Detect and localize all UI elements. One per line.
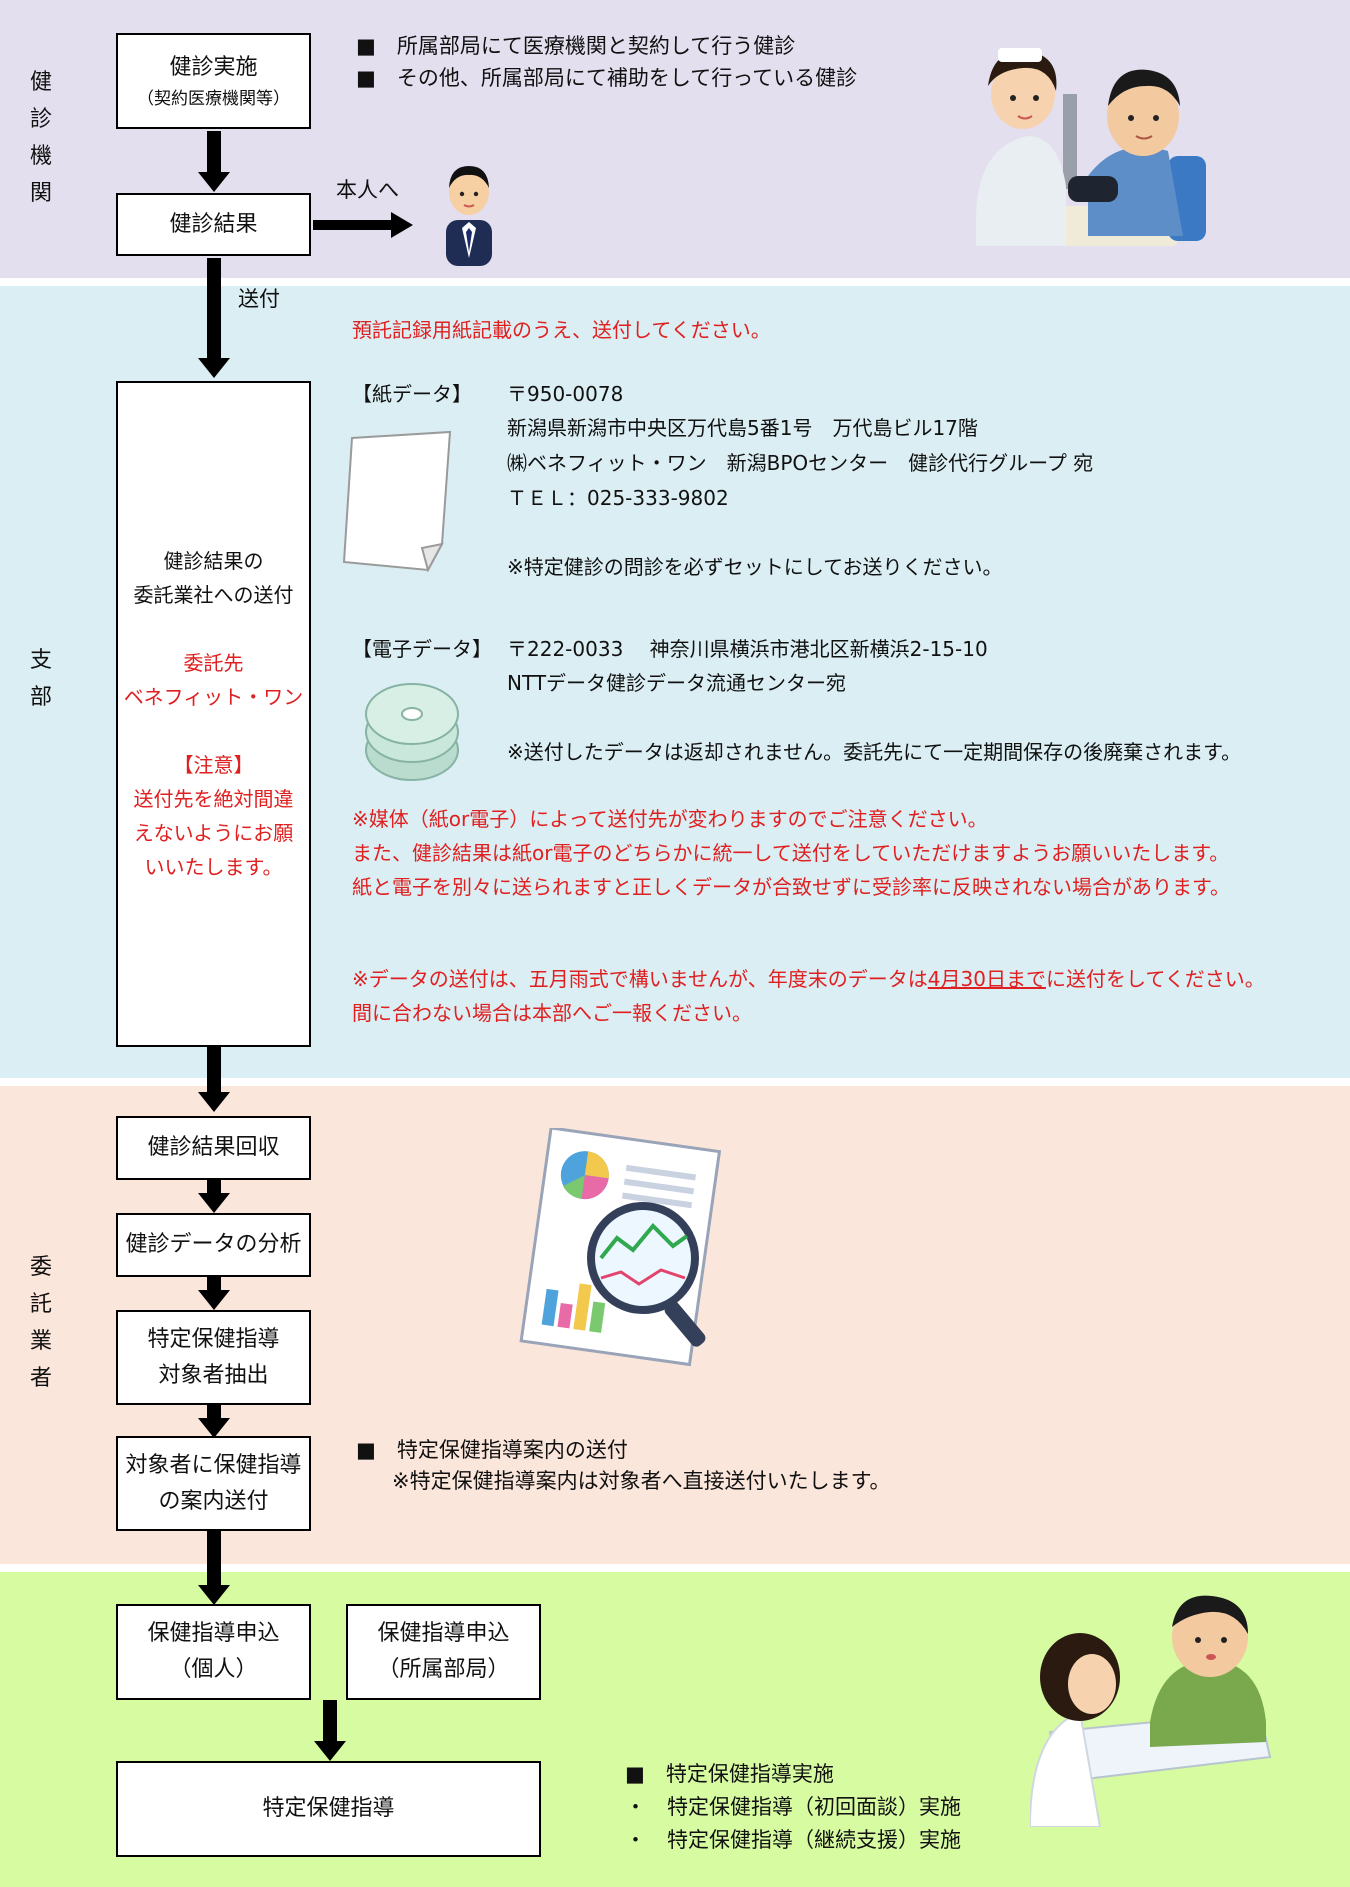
paper-icon [342,430,452,573]
section-label-clinic: 健診 機関 [29,70,52,206]
application-individual-line: 保健指導申込 [147,1621,280,1646]
arrow-head [198,1290,230,1310]
checkup-result-box: 健診結果 [116,193,311,256]
extract-box: 特定保健指導 対象者抽出 [116,1310,311,1405]
paper-postal: 〒950-0078 [507,382,624,406]
send-label: 送付 [238,287,280,311]
branch-box-caution-line: いいたします。 [144,855,283,879]
electronic-postal-address: 〒222-0033 神奈川県横浜市港北区新横浜2-15-10 [507,637,988,661]
arrow-head [198,1193,230,1213]
arrow-shaft [207,1405,221,1419]
nurse-patient-illustration [976,48,1206,246]
arrow-shaft [207,1180,221,1194]
arrow-head [198,172,230,192]
application-individual-box: 保健指導申込 （個人） [116,1604,311,1700]
warning-line-3: 紙と電子を別々に送られますと正しくデータが合致せずに受診率に反映されない場合があ… [352,875,1230,899]
notice-label-line: 対象者に保健指導 [125,1452,302,1478]
extract-label-line: 対象者抽出 [158,1362,269,1388]
arrow-shaft-send [207,258,221,360]
branch-box-caution-line: 送付先を絶対間違 [133,787,294,811]
report-magnifier-illustration [519,1128,722,1367]
contractor-bullet: ■ 特定保健指導案内の送付 [356,1438,628,1462]
electronic-note: ※送付したデータは返却されません。委託先にて一定期間保存の後廃棄されます。 [507,740,1242,764]
application-individual-line: （個人） [169,1657,258,1682]
counseling-illustration [1030,1595,1272,1827]
arrow-to-self-head [391,212,413,238]
checkup-result-label: 健診結果 [169,211,258,237]
arrow-head [198,1585,230,1605]
branch-box-caution-title: 【注意】 [173,753,254,777]
checkup-box: 健診実施 （契約医療機関等） [116,33,311,129]
notice-box: 対象者に保健指導 の案内送付 [116,1436,311,1531]
specific-guidance-label: 特定保健指導 [262,1796,395,1821]
branch-box-caution-line: えないようにお願 [133,821,294,845]
guidance-dot-item-2: ・ 特定保健指導（継続支援）実施 [625,1828,961,1852]
clinic-bullet-1: ■ 所属部局にて医療機関と契約して行う健診 [356,34,796,58]
arrow-to-self-shaft [313,220,393,230]
section-label-contractor: 委託 業者 [29,1255,52,1391]
arrow-shaft [207,1531,221,1586]
collect-result-box: 健診結果回収 [116,1116,311,1180]
warning-line-5: 間に合わない場合は本部へご一報ください。 [352,1001,752,1025]
warning-line-4: ※データの送付は、五月雨式で構いませんが、年度末のデータは4月30日までに送付を… [352,967,1265,991]
application-dept-box: 保健指導申込 （所属部局） [346,1604,541,1700]
guidance-dot-item-1: ・ 特定保健指導（初回面談）実施 [625,1795,961,1819]
branch-send-box: 健診結果の 委託業社への送付 委託先 ベネフィット・ワン 【注意】 送付先を絶対… [116,381,311,1047]
checkup-subtitle: （契約医療機関等） [137,89,290,109]
checkup-title: 健診実施 [169,55,258,80]
arrow-head [198,1418,230,1438]
paper-data-tag: 【紙データ】 [352,382,472,406]
to-self-label: 本人へ [336,178,399,202]
branch-box-line: 委託業社への送付 [133,583,294,607]
arrow-shaft [207,131,221,173]
warning-line-2: また、健診結果は紙or電子のどちらかに統一して送付をしていただけますようお願いい… [352,841,1230,865]
notice-label-line: の案内送付 [158,1488,269,1514]
branch-box-line: 健診結果の [163,549,264,573]
electronic-data-tag: 【電子データ】 [352,637,492,661]
paper-recipient: ㈱ベネフィット・ワン 新潟BPOセンター 健診代行グループ 宛 [507,451,1094,475]
application-dept-line: 保健指導申込 [377,1621,510,1646]
arrow-head [314,1741,346,1761]
arrow-shaft [207,1047,221,1093]
branch-box-contractor-name: ベネフィット・ワン [123,685,304,709]
collect-result-label: 健診結果回収 [147,1135,280,1160]
arrow-shaft [207,1277,221,1291]
paper-tel: ＴＥＬ：025-333-9802 [507,486,729,510]
section-label-branch: 支部 [29,648,52,710]
guidance-bullet: ■ 特定保健指導実施 [625,1762,834,1786]
analysis-label: 健診データの分析 [125,1232,302,1257]
warning-line-1: ※媒体（紙or電子）によって送付先が変わりますのでご注意ください。 [352,807,988,831]
application-dept-line: （所属部局） [377,1657,510,1682]
arrow-head [198,1092,230,1112]
specific-guidance-box: 特定保健指導 [116,1761,541,1857]
electronic-recipient: NTTデータ健診データ流通センター宛 [507,671,847,695]
paper-address: 新潟県新潟市中央区万代島5番1号 万代島ビル17階 [507,416,978,440]
disc-icon [365,683,459,781]
person-icon [446,166,492,266]
arrow-head-send [198,358,230,378]
branch-note-top: 預託記録用紙記載のうえ、送付してください。 [352,318,771,342]
paper-note: ※特定健診の問診を必ずセットにしてお送りください。 [507,555,1003,579]
clinic-bullet-2: ■ その他、所属部局にて補助をして行っている健診 [356,66,858,90]
deadline-date: 4月30日まで [927,967,1046,991]
extract-label-line: 特定保健指導 [147,1326,280,1352]
analysis-box: 健診データの分析 [116,1213,311,1277]
arrow-shaft [323,1700,337,1742]
contractor-note: ※特定保健指導案内は対象者へ直接送付いたします。 [392,1469,891,1493]
branch-box-contractor-label: 委託先 [183,651,244,675]
